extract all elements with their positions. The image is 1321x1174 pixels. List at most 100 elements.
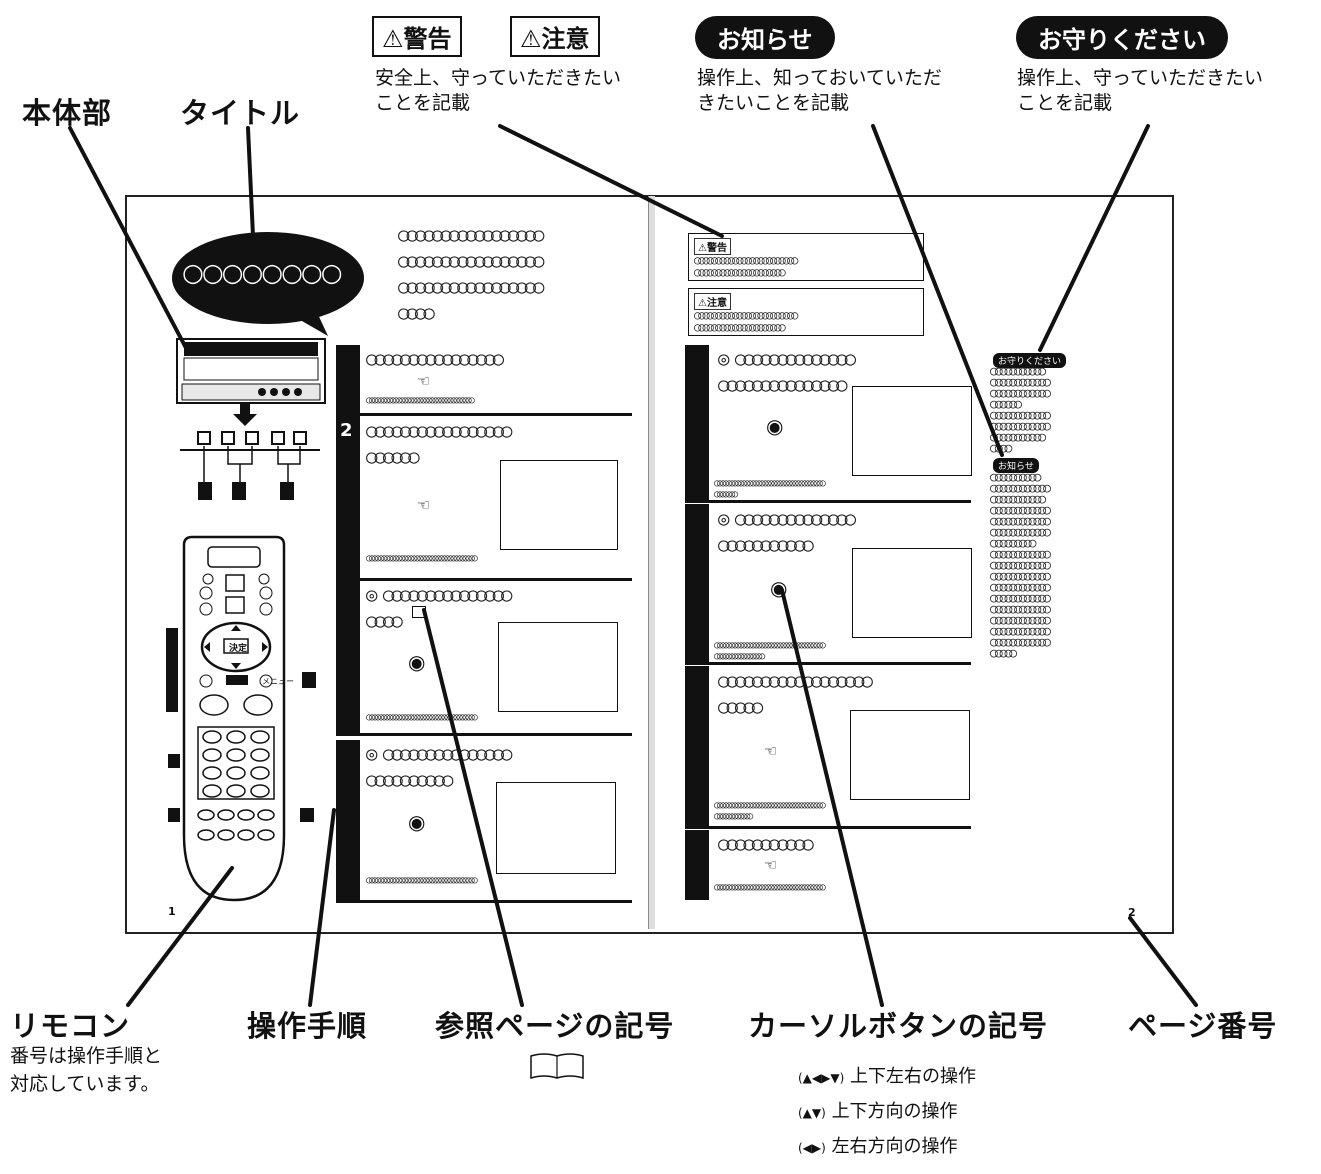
ref-page-icon [412,606,426,618]
step-text: ○○○○○○○○○○○○○○○○ [366,348,504,370]
front-panel-drawing [180,431,320,500]
step-bar [685,504,709,662]
step-text: ○○○○○○○○○○○○○○○○○○○○○○○ [366,420,512,468]
step-block [336,416,632,581]
cursor-all-directions-icon: (▲◀▶▼) [798,1071,845,1085]
page-number-left: 1 [168,905,176,918]
cursor-button-icon: ◉ [408,650,426,674]
step-bar [685,345,709,500]
step-text: ◎ ○○○○○○○○○○○○○○○○○○○ [366,584,512,632]
remote-step-marker [166,628,178,712]
step-note: ○○○○○○○○○○○○○○○○○○○○○○○○○○○○○○○○○○○○○○○○… [714,478,826,500]
cursor-legend-label: 上下左右の操作 [850,1066,977,1087]
screen-illustration [498,622,618,712]
step-bar [336,581,360,733]
mini-please-label: お守りください [993,353,1067,368]
tv-unit-drawing [176,338,326,404]
remote-desc-line: 番号は操作手順と [10,1045,163,1067]
title-bubble-text: ○○○○○○○○ [182,258,343,287]
finger-press-icon: ☜ [764,742,778,760]
step-text: ◎ ○○○○○○○○○○○○○○○○○○○○○○○○○○○○○ [718,348,856,396]
remote-step-marker [302,672,316,688]
remote-control [182,535,286,902]
step-block [336,345,632,416]
step-bar [336,416,360,578]
step-note: ○○○○○○○○○○○○○○○○○○○○○○○○○○○○○○○○○○○○ [366,875,478,886]
spread-gutter [648,196,655,929]
mini-warning-text: ○○○○○○○○○○○○○○○○○○○○○○○○○○○○○○○○○○○○○○○○… [694,254,798,278]
remote-step-marker [168,808,180,822]
screen-illustration [852,386,972,476]
please-desc-line: ことを記載 [1017,92,1113,114]
intro-text: ○○○○○○○○○○○○○○○○○○○○○○○○○○○○○○○○○○○○○○○○… [398,224,544,324]
step-note: ○○○○○○○○○○○○○○○○○○○○○○○○○○○○○○○○○○○○○○○○… [714,640,826,662]
remote-kettei-label: 決定 [229,644,248,654]
cursor-left-right-icon: (◀▶) [798,1141,826,1155]
title-speech-bubble [172,232,364,336]
page-number-right: 2 [1128,906,1136,919]
cursor-up-down-icon: (▲▼) [798,1106,826,1120]
finger-press-icon: ☜ [417,372,431,390]
please-desc-line: 操作上、守っていただきたい [1017,67,1264,89]
warning-desc-line: 安全上、守っていただきたい [375,67,622,89]
cursor-legend-item: (▲◀▶▼) 上下左右の操作 [798,1060,976,1095]
info-desc-line: きたいことを記載 [697,92,850,114]
warning-description: 安全上、守っていただきたい ことを記載 [375,66,621,116]
cursor-button-icon: ◉ [408,810,426,834]
mini-info-text: ○○○○○○○○○○○○○○○○○○○○○○○○○○○○○○○○○○○○○○○○… [990,472,1051,659]
step-bar [685,830,709,900]
screen-illustration [496,782,616,874]
step-text: ○○○○○○○○○○○ [718,833,814,855]
screen-illustration [500,460,618,550]
mini-info-label: お知らせ [993,458,1039,473]
step-number: 2 [340,420,353,441]
step-text: ◎ ○○○○○○○○○○○○○○○○○○○○○○○○○ [718,508,856,556]
please-description: 操作上、守っていただきたい ことを記載 [1017,66,1263,116]
book-icon [530,1053,584,1080]
arrow-down-icon [233,404,257,426]
cursor-callout: カーソルボタンの記号 [748,1009,1049,1043]
step-note: ○○○○○○○○○○○○○○○○○○○○○○○○○○○○○○○○○○○○ [366,553,478,564]
cursor-legend: (▲◀▶▼) 上下左右の操作 (▲▼) 上下方向の操作 (◀▶) 左右方向の操作 [798,1060,976,1165]
remote-callout: リモコン [10,1009,131,1043]
screen-illustration [852,548,972,638]
remote-description: 番号は操作手順と 対応しています。 [10,1042,162,1098]
ref-page-callout: 参照ページの記号 [435,1009,675,1043]
info-desc-line: 操作上、知っておいていただ [697,67,942,89]
cursor-legend-label: 上下方向の操作 [831,1101,958,1122]
cursor-button-icon: ◉ [766,414,784,438]
page-number-callout: ページ番号 [1128,1009,1278,1043]
cursor-legend-item: (◀▶) 左右方向の操作 [798,1130,976,1165]
step-bar [336,740,360,900]
cursor-legend-item: (▲▼) 上下方向の操作 [798,1095,976,1130]
warning-desc-line: ことを記載 [375,92,471,114]
cursor-legend-label: 左右方向の操作 [831,1136,958,1157]
step-bar [336,345,360,413]
mini-please-text: ○○○○○○○○○○○○○○○○○○○○○○○○○○○○○○○○○○○○○○○○… [990,366,1051,454]
please-label: お守りください [1016,16,1228,59]
warning-label: ⚠警告 [372,16,462,57]
step-block [685,345,971,503]
info-description: 操作上、知っておいていただ きたいことを記載 [697,66,942,116]
remote-desc-line: 対応しています。 [10,1073,160,1095]
screen-illustration [850,710,970,800]
mini-warning-label: ⚠警告 [694,238,731,255]
remote-menu-label: メニュー [262,677,294,686]
remote-step-marker [168,754,180,768]
step-note: ○○○○○○○○○○○○○○○○○○○○○○○○○○○○○○○○○○○○ [714,882,826,893]
caution-label: ⚠注意 [510,16,600,57]
step-bar [685,666,709,826]
cursor-button-icon: ◉ [770,576,788,600]
remote-step-marker [300,808,314,822]
finger-press-icon: ☜ [417,496,431,514]
step-note: ○○○○○○○○○○○○○○○○○○○○○○○○○○○○○○○○○○○ [366,395,475,406]
title-callout: タイトル [180,96,301,130]
finger-press-icon: ☜ [764,856,778,874]
procedure-callout: 操作手順 [247,1009,368,1043]
step-note: ○○○○○○○○○○○○○○○○○○○○○○○○○○○○○○○○○○○○○○○○… [714,800,826,822]
mini-caution-label: ⚠注意 [694,293,731,310]
step-note: ○○○○○○○○○○○○○○○○○○○○○○○○○○○○○○○○○○○○ [366,712,478,723]
info-label: お知らせ [695,16,835,59]
main-unit-callout: 本体部 [22,96,113,130]
mini-caution-text: ○○○○○○○○○○○○○○○○○○○○○○○○○○○○○○○○○○○○○○○○… [694,309,798,333]
